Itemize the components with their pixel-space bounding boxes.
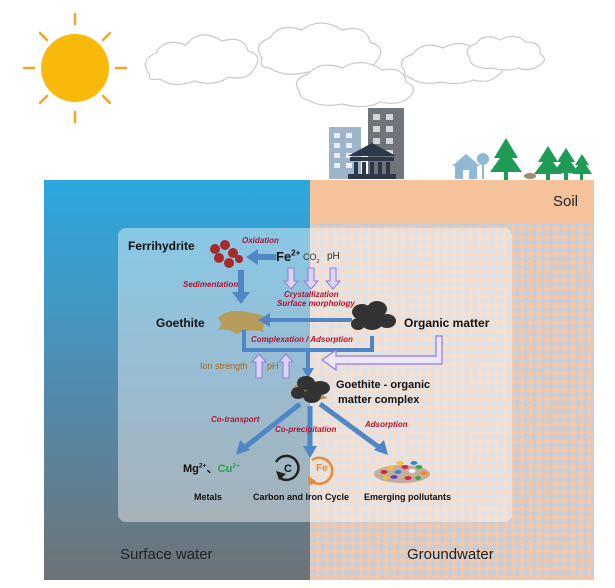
ph-mid-label: pH: [267, 361, 279, 371]
surface-water-region: [44, 180, 310, 580]
ion-strength-label: Ion strength: [200, 361, 248, 371]
emerging-pollutants-label: Emerging pollutants: [364, 492, 452, 502]
oxidation-arrow: [246, 249, 276, 265]
carbon-iron-cycle-label: Carbon and Iron Cycle: [253, 492, 350, 502]
sun-icon: [22, 12, 128, 124]
goethite-label: Goethite: [156, 316, 205, 330]
emerging-pollutants-icon: [374, 461, 430, 483]
co-transport-label: Co-transport: [211, 415, 260, 424]
adsorption-label: Adsorption: [365, 420, 408, 429]
organic-to-goethite-arrow: [258, 313, 352, 327]
organic-to-complex-arrow: [320, 335, 443, 372]
ferrihydrite-particles: [210, 240, 243, 268]
iron-cycle-icon: [308, 456, 334, 486]
oxidation-label: Oxidation: [242, 236, 279, 245]
groundwater-region: [310, 224, 594, 580]
ion-strength-arrows: [250, 353, 295, 379]
metal-ions-label: Mg2+、Cu2+: [183, 462, 241, 475]
iron-symbol: Fe: [316, 463, 328, 474]
organic-matter-label: Organic matter: [404, 316, 490, 330]
co-precipitation-label: Co-precipitation: [275, 425, 337, 434]
complexation-label: Complexation / Adsorption: [251, 335, 353, 344]
sedimentation-label: Sedimentation: [183, 280, 239, 289]
surface-water-label: Surface water: [120, 546, 213, 563]
city-icon: [329, 108, 404, 179]
process-panel: [118, 228, 512, 522]
environment-factor-arrows: [282, 267, 342, 290]
carbon-symbol: C: [284, 463, 292, 475]
outflow-arrows: [242, 401, 382, 451]
soil-band: [310, 180, 594, 224]
tree-icon: [490, 138, 592, 180]
carbon-cycle-icon: [274, 454, 300, 482]
house-icon: [452, 153, 489, 179]
sedimentation-arrow: [232, 270, 250, 304]
complex-label-line2: matter complex: [338, 394, 420, 406]
complexation-arrows: [242, 330, 374, 370]
complex-label-line1: Goethite - organic: [336, 379, 431, 391]
groundwater-label: Groundwater: [407, 546, 494, 563]
cloud-icon: [144, 22, 546, 108]
surface-morphology-label: Surface morphology: [277, 299, 355, 308]
goethite-particle: [218, 310, 272, 334]
organic-matter-particles: [351, 301, 396, 330]
soil-label: Soil: [553, 193, 579, 210]
complex-particle: [291, 376, 330, 403]
metals-label: Metals: [194, 492, 223, 502]
ferrihydrite-label: Ferrihydrite: [128, 239, 195, 253]
crystallization-label: Crystallization: [284, 290, 339, 299]
fe2-label: Fe2+: [276, 248, 301, 264]
ph-top-label: pH: [327, 251, 340, 262]
co2-label: CO2: [303, 252, 320, 265]
